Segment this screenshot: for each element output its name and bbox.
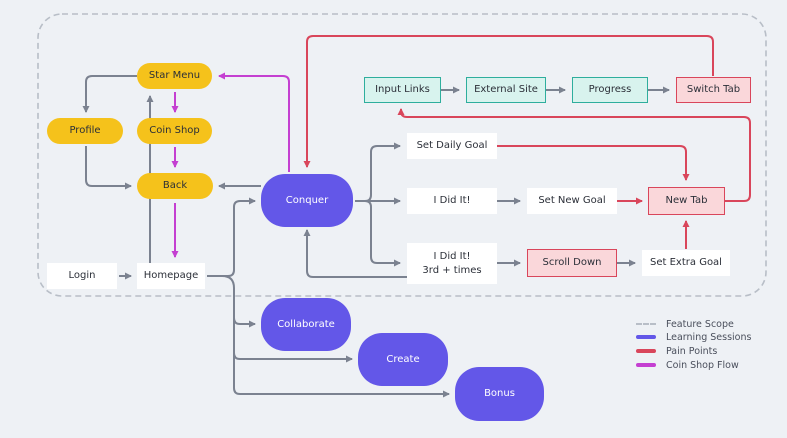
edge-homepage-to-bonus [233, 350, 450, 398]
node-i-did-it-3rd-line2: 3rd + times [422, 264, 482, 276]
node-new-tab[interactable]: New Tab [648, 187, 725, 215]
node-create[interactable]: Create [358, 333, 448, 386]
edge-conquer-to-starmenu [218, 72, 290, 172]
feature-scope-boundary [37, 13, 767, 297]
edge-newtab-to-inputlinks [397, 108, 751, 202]
legend-purple-swatch [636, 335, 656, 339]
node-i-did-it-3rd-line1: I Did It! [433, 251, 471, 262]
edge-homepage-to-collaborate [221, 275, 256, 328]
legend-magenta-swatch [636, 363, 656, 367]
legend-learning-sessions: Learning Sessions [636, 331, 751, 343]
node-i-did-it[interactable]: I Did It! [407, 188, 497, 214]
node-back[interactable]: Back [137, 173, 213, 199]
node-bonus[interactable]: Bonus [455, 367, 544, 421]
legend-coin-shop-flow-label: Coin Shop Flow [666, 359, 739, 371]
legend-pain-points-label: Pain Points [666, 345, 718, 357]
node-collaborate[interactable]: Collaborate [261, 298, 351, 351]
node-set-extra-goal[interactable]: Set Extra Goal [642, 250, 730, 276]
node-star-menu[interactable]: Star Menu [137, 63, 212, 89]
legend-pain-points: Pain Points [636, 345, 717, 357]
legend-dashed-swatch [636, 323, 656, 325]
node-conquer[interactable]: Conquer [261, 174, 353, 227]
node-i-did-it-3rd[interactable]: I Did It! 3rd + times [407, 243, 497, 284]
edge-conquer-to-ididit-3rd [364, 200, 401, 267]
node-set-daily-goal[interactable]: Set Daily Goal [407, 133, 497, 159]
edge-profile-to-back [85, 146, 132, 190]
node-homepage[interactable]: Homepage [137, 263, 205, 289]
legend-feature-scope-label: Feature Scope [666, 318, 734, 330]
edge-conquer-branch [355, 142, 401, 202]
node-login[interactable]: Login [47, 263, 117, 289]
edge-dailygoal-to-newtab [497, 145, 690, 181]
edge-homepage-to-conquer [207, 197, 256, 277]
edge-switchtab-to-conquer [303, 35, 714, 168]
node-set-new-goal[interactable]: Set New Goal [527, 188, 617, 214]
legend-learning-sessions-label: Learning Sessions [666, 331, 752, 343]
legend-red-swatch [636, 349, 656, 353]
node-scroll-down[interactable]: Scroll Down [527, 249, 617, 277]
node-input-links[interactable]: Input Links [364, 77, 441, 103]
node-progress[interactable]: Progress [572, 77, 648, 103]
node-switch-tab[interactable]: Switch Tab [676, 77, 751, 103]
node-profile[interactable]: Profile [47, 118, 123, 144]
edge-star-to-profile [82, 75, 137, 113]
node-coin-shop[interactable]: Coin Shop [137, 118, 212, 144]
legend-feature-scope: Feature Scope [636, 318, 734, 330]
edge-ididit3-to-conquer [303, 229, 407, 278]
legend-coin-shop-flow: Coin Shop Flow [636, 359, 739, 371]
node-external-site[interactable]: External Site [466, 77, 546, 103]
